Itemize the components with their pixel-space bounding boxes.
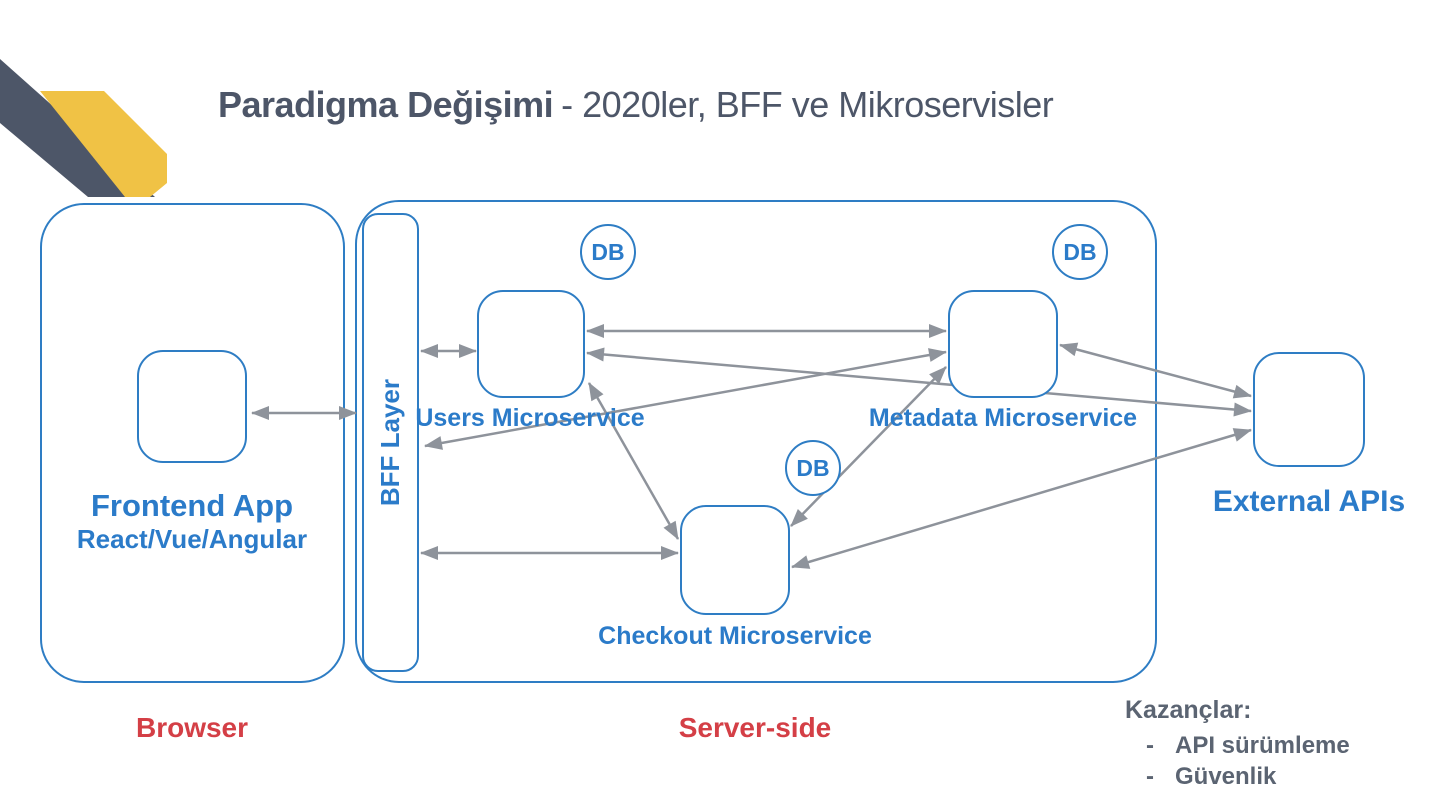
metadata-db-label: DB — [1063, 238, 1097, 265]
page-title: Paradigma Değişimi- 2020ler, BFF ve Mikr… — [218, 84, 1054, 126]
metadata-microservice-node-box — [948, 290, 1058, 398]
arrow-users-external — [586, 347, 1252, 417]
browser-zone-label: Browser — [135, 712, 249, 743]
checkout-db-circle: DB — [785, 440, 841, 496]
bff-layer-box: BFF Layer — [362, 213, 419, 672]
gains-item-api-versioning: - API sürümleme — [1125, 730, 1435, 761]
external-apis-node-box — [1253, 352, 1365, 467]
corner-decoration — [0, 59, 167, 197]
gains-item-security: - Güvenlik — [1125, 761, 1435, 792]
browser-zone-box — [40, 203, 345, 683]
users-db-label: DB — [591, 238, 625, 265]
frontend-app-subtitle: React/Vue/Angular — [76, 524, 308, 554]
users-microservice-label: Users Microservice — [415, 404, 645, 432]
checkout-microservice-node-box — [680, 505, 790, 615]
metadata-microservice-label: Metadata Microservice — [868, 404, 1138, 432]
frontend-app-title: Frontend App — [90, 488, 294, 523]
gains-item-label: API sürümleme — [1175, 732, 1350, 759]
corner-yellow-ribbon-shape — [40, 91, 167, 197]
server-side-zone-label: Server-side — [678, 712, 832, 743]
page-title-rest: - 2020ler, BFF ve Mikroservisler — [561, 84, 1054, 125]
arrow-metadata-external — [1059, 342, 1252, 399]
metadata-db-circle: DB — [1052, 224, 1108, 280]
gains-bullet: - — [1146, 732, 1154, 759]
gains-block: Kazançlar: - API sürümleme - Güvenlik — [1125, 696, 1435, 792]
arrow-checkout-external — [791, 428, 1252, 569]
users-microservice-node-box — [477, 290, 585, 398]
external-apis-label: External APIs — [1212, 485, 1406, 518]
gains-item-label: Güvenlik — [1175, 763, 1277, 790]
page-title-emphasis: Paradigma Değişimi — [218, 84, 554, 125]
gains-bullet: - — [1146, 763, 1154, 790]
users-db-circle: DB — [580, 224, 636, 280]
frontend-app-node-box — [137, 350, 247, 463]
checkout-db-label: DB — [796, 454, 830, 481]
gains-heading: Kazançlar: — [1125, 696, 1252, 724]
checkout-microservice-label: Checkout Microservice — [598, 622, 872, 650]
